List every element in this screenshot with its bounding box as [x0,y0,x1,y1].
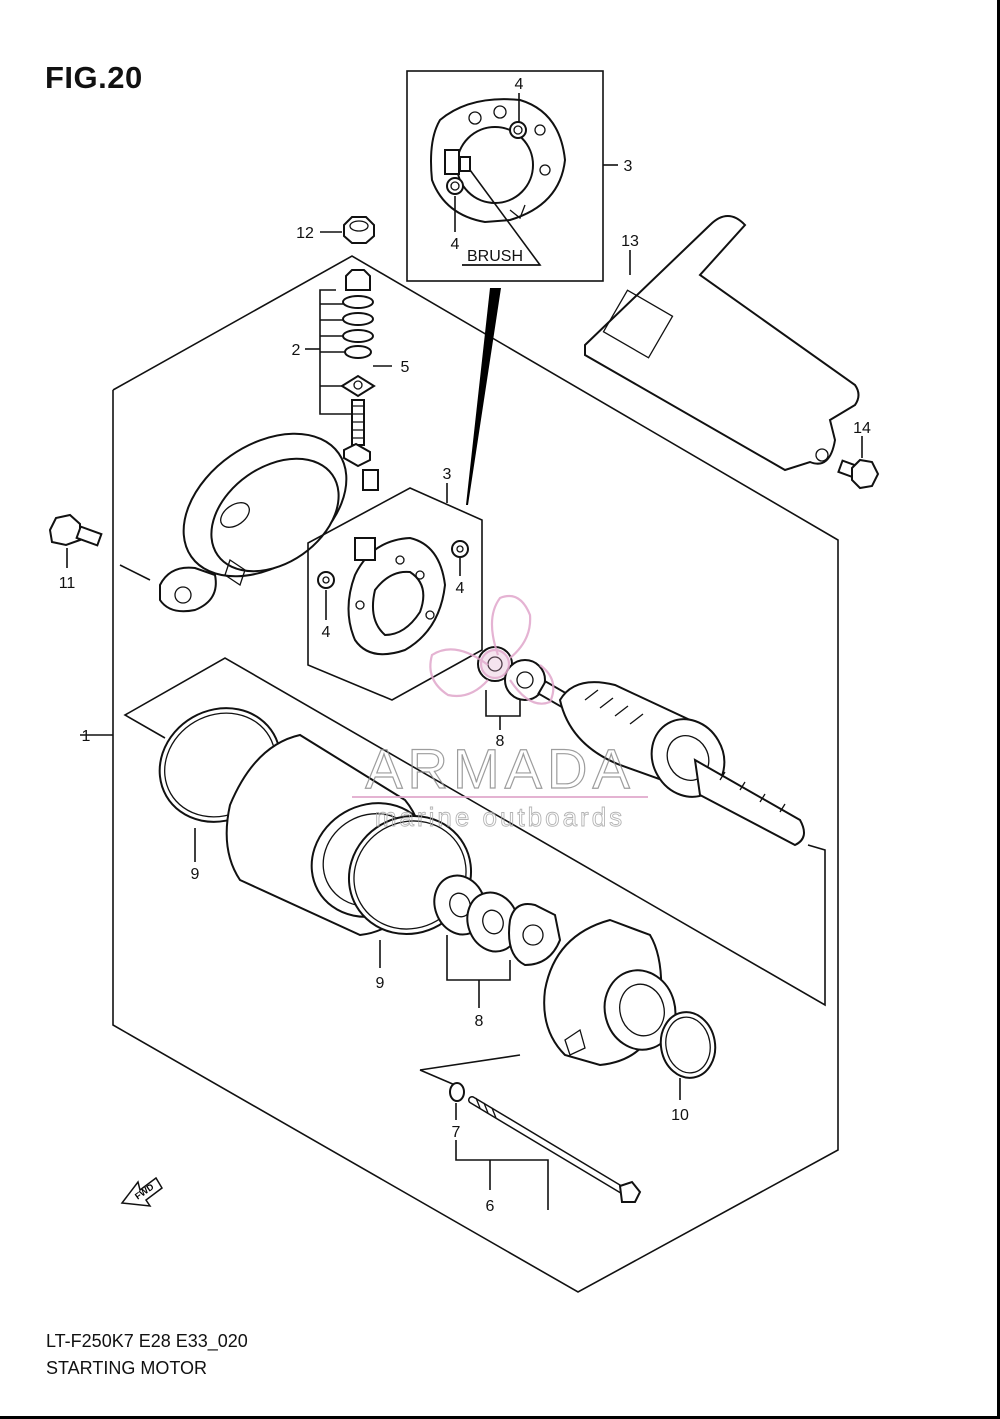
bracket-8-upper [485,690,521,717]
yoke-outline [123,657,826,1007]
model-code: LT-F250K7 E28 E33_020 [46,1331,248,1351]
label-9-upper: 9 [191,866,200,883]
label-1: 1 [82,728,91,745]
label-6: 6 [486,1198,495,1215]
watermark-hub [479,648,511,680]
watermark: ARMADA marine outboards [352,594,648,832]
label-10: 10 [671,1107,689,1124]
label-4-inset-top: 4 [515,76,524,93]
screw-4-right [451,540,469,558]
label-14: 14 [853,420,871,437]
armature [537,680,805,847]
bracket-6 [455,1140,549,1210]
assembly-outline [112,255,839,1293]
washers-8-upper [477,646,546,701]
label-brush: BRUSH [467,248,523,265]
watermark-tagline: marine outboards [375,802,625,832]
figure-name: STARTING MOTOR [46,1358,208,1378]
nut-12 [343,216,375,244]
brush-plate-hex [307,487,483,701]
label-4-right: 4 [456,580,465,597]
label-8-lower: 8 [475,1013,484,1030]
label-3-inset: 3 [624,158,633,175]
figure-title: FIG.20 [45,60,143,95]
cover-13 [584,215,860,472]
watermark-petal-top [490,594,532,659]
watermark-logo [429,594,555,705]
housing-axis [419,1054,521,1071]
o-ring-10 [659,1011,717,1079]
fwd-arrow: FWD [120,1176,163,1207]
label-4-left: 4 [322,624,331,641]
brush-holder-inset [430,98,567,224]
front-housing [543,918,677,1067]
bolt-11 [48,513,103,547]
inset-pointer [466,288,501,505]
brush-plate [347,536,447,656]
rear-housing [159,432,348,613]
label-2: 2 [292,342,301,359]
label-5: 5 [401,359,410,376]
label-11: 11 [59,575,76,592]
washers-8-lower [433,874,562,967]
label-9-lower: 9 [376,975,385,992]
label-4-inset-bottom: 4 [451,236,460,253]
label-8-upper: 8 [496,733,505,750]
label-12: 12 [296,225,314,242]
through-bolt-6 [468,1096,642,1203]
label-13: 13 [621,233,639,250]
watermark-brand: ARMADA [365,737,635,800]
bolt-14 [837,458,880,490]
bolt-11-axis [119,564,151,581]
terminal-stack-2 [340,269,379,491]
o-ring-7 [449,1082,465,1102]
watermark-petal-left [429,648,489,698]
screw-4-left [317,571,335,589]
watermark-petal-right [509,664,555,705]
label-3-main: 3 [443,466,452,483]
label-7: 7 [452,1124,461,1141]
